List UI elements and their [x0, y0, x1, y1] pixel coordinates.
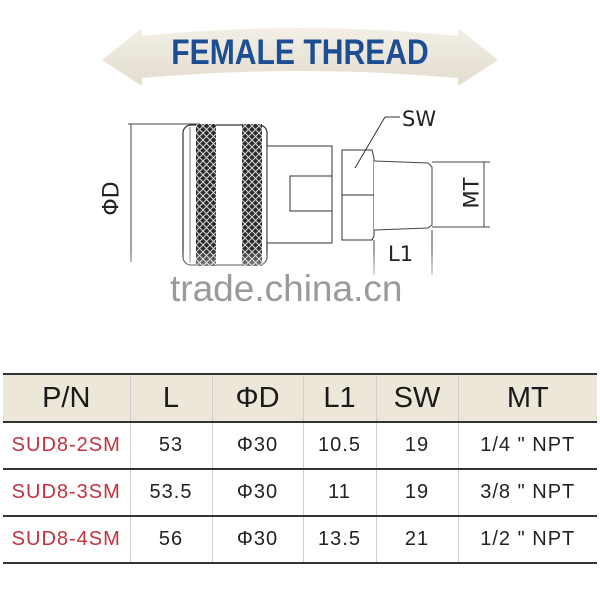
- double-arrow-banner-icon: [102, 28, 498, 86]
- cell-mt: 1/4 " NPT: [457, 422, 597, 470]
- l1-label: L1: [388, 242, 414, 266]
- mt-label: MT: [459, 177, 484, 209]
- cell-pn: SUD8-3SM: [3, 469, 130, 517]
- page-title: FEMALE THREAD: [171, 33, 429, 72]
- cell-l: 56: [129, 516, 212, 564]
- cell-mt: 3/8 " NPT: [457, 469, 597, 517]
- cell-d: Φ30: [211, 516, 303, 564]
- cell-d: Φ30: [211, 422, 303, 470]
- col-header-pn: P/N: [3, 373, 130, 423]
- table-header-row: P/N L ΦD L1 SW MT: [3, 373, 597, 423]
- col-header-mt: MT: [457, 373, 597, 423]
- cell-mt: 1/2 " NPT: [457, 516, 597, 564]
- col-header-sw: SW: [375, 373, 458, 423]
- cell-l: 53.5: [129, 469, 212, 517]
- cell-sw: 19: [375, 469, 458, 517]
- diameter-label: ΦD: [99, 181, 125, 216]
- table-row: SUD8-2SM 53 Φ30 10.5 19 1/4 " NPT: [3, 422, 597, 470]
- cell-d: Φ30: [211, 469, 303, 517]
- sw-label: SW: [402, 107, 437, 131]
- coupling-drawing: ΦD SW MT L1: [0, 90, 600, 360]
- col-header-l: L: [129, 373, 212, 423]
- cell-l1: 11: [302, 469, 376, 517]
- watermark: trade.china.cn: [170, 268, 403, 309]
- cell-sw: 21: [375, 516, 458, 564]
- cell-pn: SUD8-2SM: [3, 422, 130, 470]
- cell-l1: 10.5: [302, 422, 376, 470]
- col-header-d: ΦD: [211, 373, 303, 423]
- title-banner: FEMALE THREAD: [100, 22, 500, 88]
- spec-table: P/N L ΦD L1 SW MT SUD8-2SM 53 Φ30 10.5 1…: [3, 373, 597, 564]
- female-thread-coupling-diagram: [100, 116, 520, 290]
- cell-l: 53: [129, 422, 212, 470]
- table-row: SUD8-4SM 56 Φ30 13.5 21 1/2 " NPT: [3, 516, 597, 564]
- col-header-l1: L1: [302, 373, 376, 423]
- cell-pn: SUD8-4SM: [3, 516, 130, 564]
- cell-l1: 13.5: [302, 516, 376, 564]
- cell-sw: 19: [375, 422, 458, 470]
- table-row: SUD8-3SM 53.5 Φ30 11 19 3/8 " NPT: [3, 469, 597, 517]
